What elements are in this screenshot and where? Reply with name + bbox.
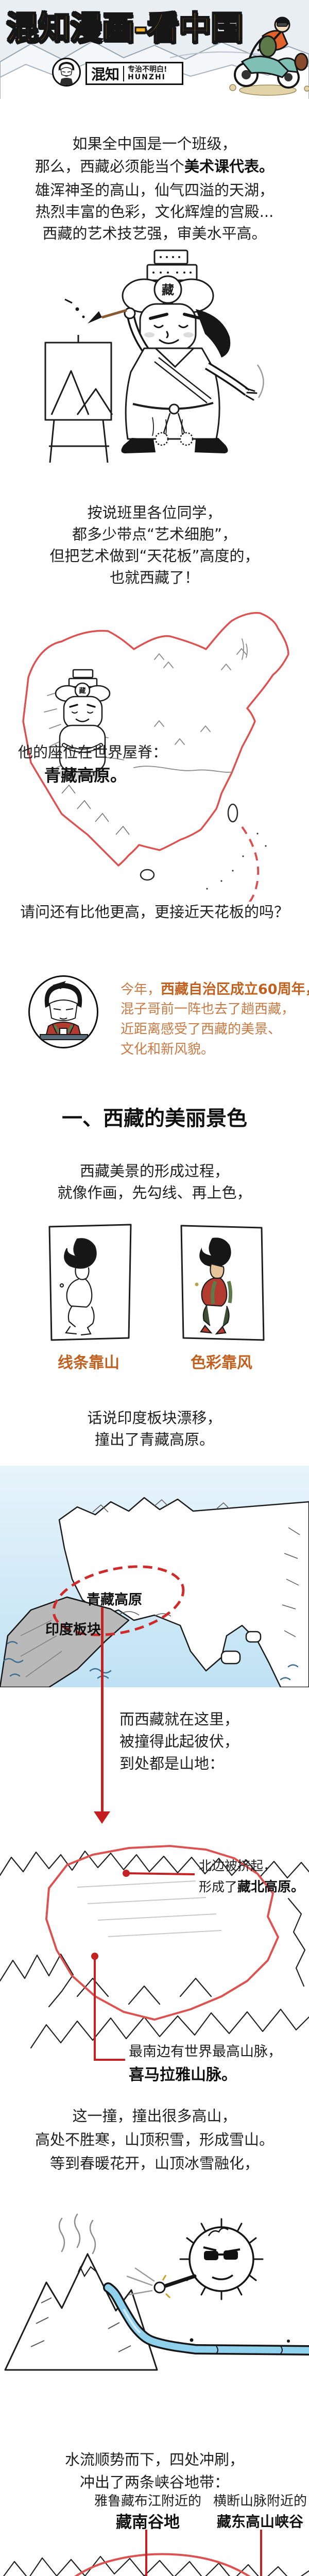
section-1-p3: 话说印度板块漂移，: [87, 1409, 222, 1427]
north-callout-2-bold: 藏北高原。: [237, 1879, 305, 1895]
note-line-3: 近距离感受了西藏的美景、: [121, 1022, 282, 1037]
section-1-p1: 西藏美景的形成过程，: [79, 1162, 229, 1180]
intro-line-4: 热烈丰富的色彩，文化辉煌的宫殿...: [35, 203, 274, 221]
class-talk-line-1: 按说班里各位同学，: [87, 504, 222, 521]
question-line: 请问还有比他更高，更接近天花板的吗？: [20, 903, 289, 921]
north-callout-2-text: 形成了: [199, 1879, 238, 1894]
tibet-outline-2: [74, 2553, 251, 2576]
note-line-4: 文化和新风貌。: [121, 1042, 215, 1057]
india-plate-label: 印度板块: [45, 1622, 101, 1638]
water-line-1: 水流顺势而下，四处冲刷，: [64, 2451, 244, 2468]
class-talk-line-3: 但把艺术做到“天花板”高度的，: [49, 547, 260, 565]
valley-right-bold: 藏东高山峡谷: [217, 2513, 304, 2530]
plate-collision-illustration: [0, 1466, 309, 1687]
note-line-1: 今年，西藏自治区成立60周年，: [121, 981, 309, 998]
north-callout-2: 形成了藏北高原。: [199, 1879, 304, 1895]
valley-map-illustration: [3, 2530, 309, 2576]
sun-melt-illustration: [4, 2213, 309, 2371]
seat-text-bold: 青藏高原。: [44, 766, 127, 785]
snow-line-1: 这一撞，撞出很多高山，: [72, 2107, 237, 2125]
page-title: 混知漫画-看中国: [6, 9, 244, 48]
seat-text: 他的座位在世界屋脊：: [18, 743, 168, 761]
logo-divider: [123, 65, 125, 81]
intro-line-5: 西藏的艺术技艺强，审美水平高。: [42, 225, 267, 242]
china-map-illustration: 藏: [22, 612, 289, 902]
color-canvas: [180, 1225, 265, 1341]
motorcycle-rider-icon: [229, 16, 309, 96]
intro-line-3: 雄浑神圣的高山，仙气四溢的天湖，: [35, 181, 274, 199]
hunzhi-logo: 混知 专治不明白! HUNZHI: [85, 62, 183, 85]
caption-color-canvas: 色彩靠风: [191, 1354, 252, 1372]
caption-line-canvas: 线条靠山: [58, 1354, 119, 1372]
note-line-1-text: 今年，: [121, 982, 161, 997]
intro-line-2-text: 那么，西藏必须能当个: [35, 158, 184, 175]
artist-hat-badge: 藏: [162, 283, 174, 297]
section-1-p4: 撞出了青藏高原。: [94, 1431, 214, 1448]
valley-left-label: 雅鲁藏布江附近的: [94, 2494, 202, 2509]
logo-name: 混知: [91, 65, 119, 83]
intro-line-1: 如果全中国是一个班级，: [72, 135, 237, 152]
tibet-artist-illustration: 藏: [44, 249, 264, 463]
section-1-p2: 就像作画，先勾线、再上色，: [57, 1184, 252, 1201]
line-canvas: [48, 1224, 132, 1341]
red-arrow-line: [101, 1607, 104, 1812]
intro-line-2-bold: 美术课代表。: [184, 158, 274, 175]
logo-slogan: 专治不明白!: [128, 65, 167, 74]
class-talk-line-2: 都多少带点“艺术细胞”，: [72, 526, 237, 543]
note-line-2: 混子哥前一阵也去了趟西藏，: [121, 1002, 295, 1017]
seated-character-badge: 藏: [79, 687, 85, 695]
tibet-outline: [45, 1845, 279, 2021]
collision-line-3: 到处都是山地：: [119, 1755, 225, 1772]
sun-icon: [126, 2218, 264, 2300]
south-callout-1: 最南边有世界最高山脉，: [129, 2044, 282, 2060]
line-vs-color-canvases: [48, 1224, 265, 1341]
snow-line-3: 等到春暖花开，山顶冰雪融化，: [49, 2155, 259, 2172]
plateau-label: 青藏高原: [87, 1592, 142, 1608]
north-callout-1: 北边被挤起，: [199, 1858, 277, 1873]
logo-en: HUNZHI: [128, 73, 166, 81]
terrain-map-illustration: [0, 1845, 309, 2061]
collision-line-1: 而西藏就在这里，: [119, 1710, 239, 1728]
section-1-heading: 一、西藏的美丽景色: [62, 1107, 247, 1130]
red-arrow-head: [94, 1811, 110, 1824]
class-talk-line-4: 也就西藏了！: [109, 569, 199, 586]
snow-line-2: 高处不胜寒，山顶积雪，形成雪山。: [35, 2131, 274, 2148]
valley-left-bold: 藏南谷地: [116, 2513, 180, 2532]
south-callout-2: 喜马拉雅山脉。: [129, 2066, 237, 2084]
plateau-dashed-ellipse: [52, 1565, 185, 1636]
india-plate-shape: [0, 1596, 130, 1687]
seated-tibet-character: 藏: [55, 669, 111, 779]
note-line-1-bold: 西藏自治区成立60周年，: [161, 981, 309, 997]
collision-line-2: 被撞得此起彼伏，: [119, 1733, 239, 1750]
water-line-2: 冲出了两条峡谷地带：: [79, 2473, 229, 2491]
hunzhi-avatar-icon: [52, 58, 81, 87]
intro-line-2: 那么，西藏必须能当个美术课代表。: [0, 158, 309, 176]
hunzige-avatar-icon: [28, 975, 98, 1048]
valley-right-label: 横断山脉附近的: [213, 2494, 307, 2509]
